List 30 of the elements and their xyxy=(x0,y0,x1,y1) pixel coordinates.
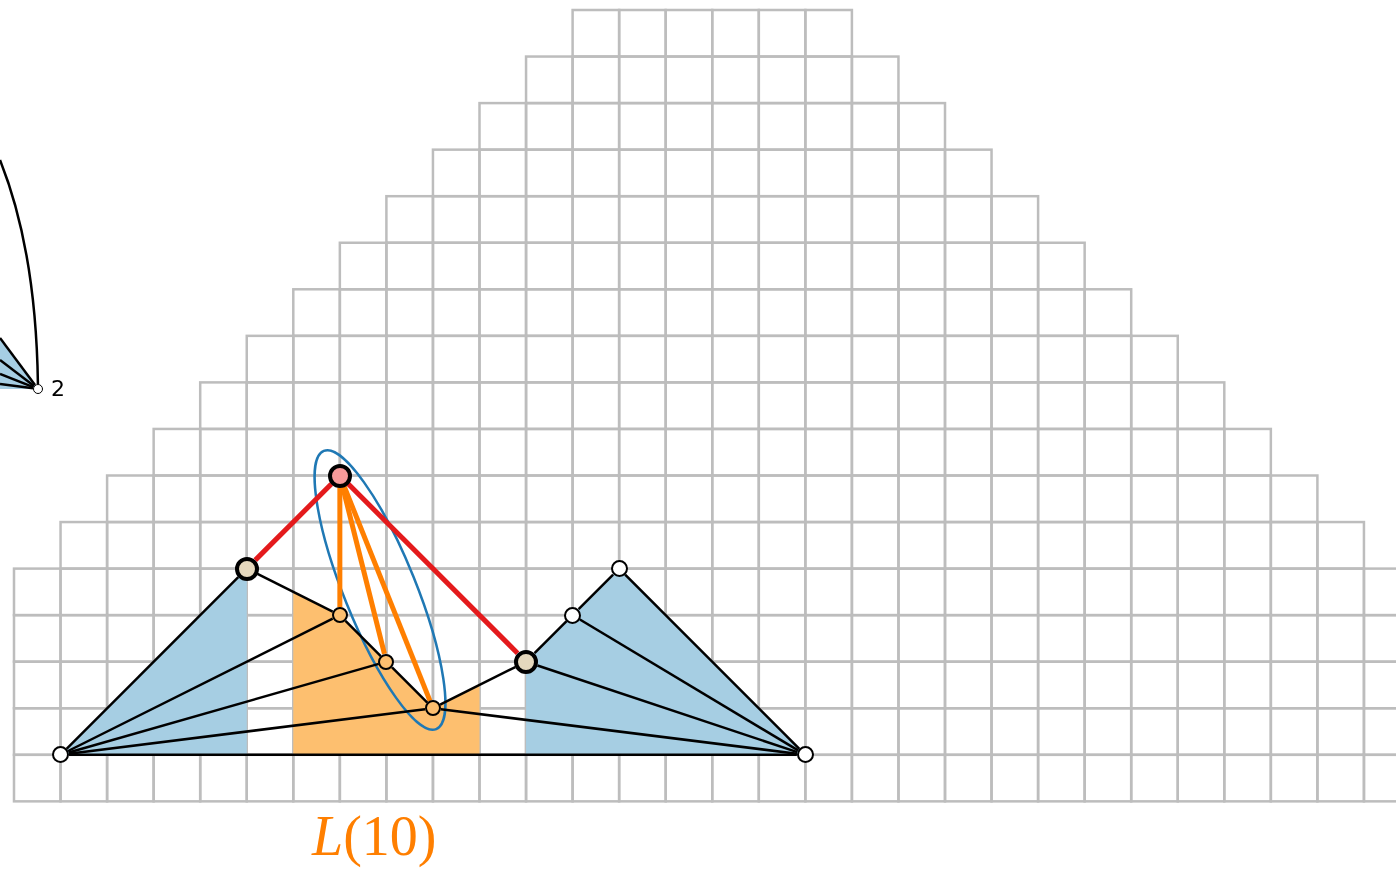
edge-line xyxy=(0,382,34,390)
edge-line xyxy=(342,485,433,702)
edge-line xyxy=(0,372,34,389)
edge-line xyxy=(340,486,387,655)
edge-line xyxy=(624,573,801,750)
edge-line xyxy=(577,573,615,611)
edge-line xyxy=(256,572,334,613)
edge-line xyxy=(346,482,520,655)
edge-line xyxy=(0,159,40,385)
edge-line xyxy=(0,359,35,387)
edge-line xyxy=(68,662,380,754)
vertex-label: 2 xyxy=(51,378,65,400)
edge-line xyxy=(69,753,797,757)
edge-line xyxy=(337,487,343,608)
edge-line xyxy=(537,664,798,754)
edge-line xyxy=(344,619,382,657)
vertex-dot xyxy=(33,384,43,394)
vertex-dot xyxy=(327,463,352,488)
edge-line xyxy=(439,665,516,706)
edge-line xyxy=(440,708,798,755)
edge-line xyxy=(391,666,429,704)
vertex-dot xyxy=(52,746,70,764)
vertex-dot xyxy=(796,746,814,764)
vertex-dot xyxy=(234,556,259,581)
edge-line xyxy=(65,576,240,750)
edge-line xyxy=(67,617,334,753)
edge-line xyxy=(579,618,799,752)
edge-line xyxy=(253,482,334,562)
edge-line xyxy=(68,708,426,755)
edge-line xyxy=(533,620,568,655)
